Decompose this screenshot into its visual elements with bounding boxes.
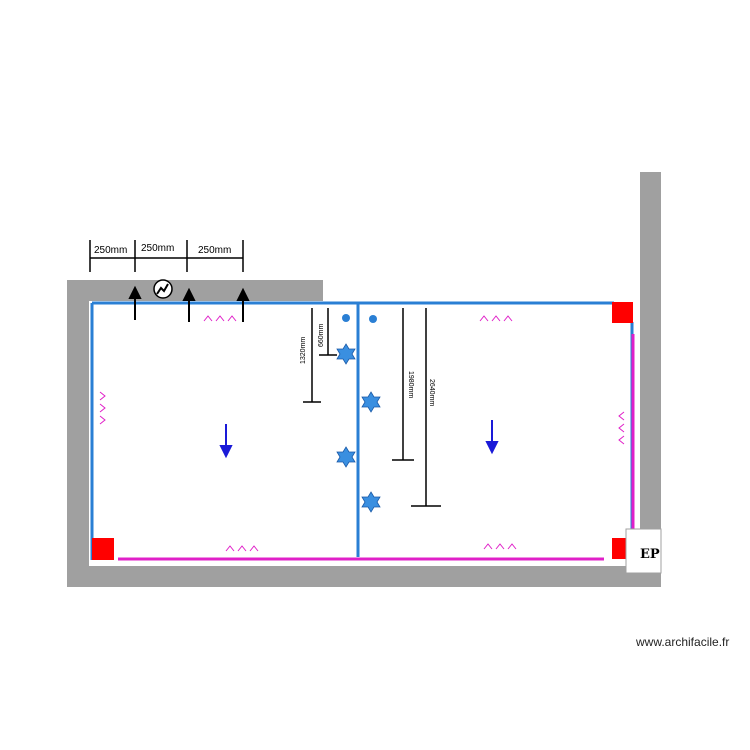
chevron-heater-icon — [99, 391, 106, 425]
dim-label-1980: 1980mm — [407, 371, 414, 398]
wall-top-left — [67, 280, 323, 301]
corner-box-icon — [612, 302, 633, 323]
chevron-heater-icon — [618, 411, 625, 445]
dot-icon — [342, 314, 350, 322]
heater-marks — [99, 315, 625, 552]
corner-boxes — [92, 302, 633, 560]
dim-label-top-3: 250mm — [198, 245, 231, 256]
watermark: www.archifacile.fr — [635, 635, 729, 649]
walls — [67, 172, 661, 587]
star-spot-icon — [336, 343, 356, 365]
socket-icon — [153, 279, 173, 299]
light-points — [342, 314, 377, 323]
vertical-dimensions — [303, 308, 441, 507]
down-arrow-icon — [485, 420, 499, 455]
dim-label-660: 660mm — [318, 323, 325, 347]
star-spot-icon — [336, 446, 356, 468]
chevron-heater-icon — [479, 315, 513, 322]
chevron-heater-icon — [203, 315, 237, 322]
dim-label-2640: 2640mm — [428, 379, 435, 406]
corner-box-icon — [92, 538, 114, 560]
spots — [336, 343, 381, 513]
chevron-heater-icon — [483, 543, 517, 550]
dot-icon — [369, 315, 377, 323]
heating-lines — [118, 334, 635, 561]
dim-label-top-2: 250mm — [141, 243, 174, 254]
up-arrow-icon — [128, 285, 142, 320]
star-spot-icon — [361, 491, 381, 513]
dim-label-1320: 1320mm — [300, 337, 307, 364]
ep-label: EP — [640, 547, 660, 562]
room-outline — [90, 301, 634, 560]
outlet-arrows — [128, 285, 250, 322]
wall-bottom — [67, 566, 661, 587]
wall-right — [640, 172, 661, 529]
flow-arrows — [219, 420, 499, 459]
up-arrow-icon — [236, 287, 250, 322]
up-arrow-icon — [182, 287, 196, 322]
dim-label-top-1: 250mm — [94, 245, 127, 256]
wall-left — [67, 280, 89, 587]
chevron-heater-icon — [225, 545, 259, 552]
down-arrow-icon — [219, 424, 233, 459]
top-dimensions — [89, 240, 244, 272]
ep-panel: EP — [625, 528, 662, 574]
ep-box — [625, 528, 662, 574]
star-spot-icon — [361, 391, 381, 413]
